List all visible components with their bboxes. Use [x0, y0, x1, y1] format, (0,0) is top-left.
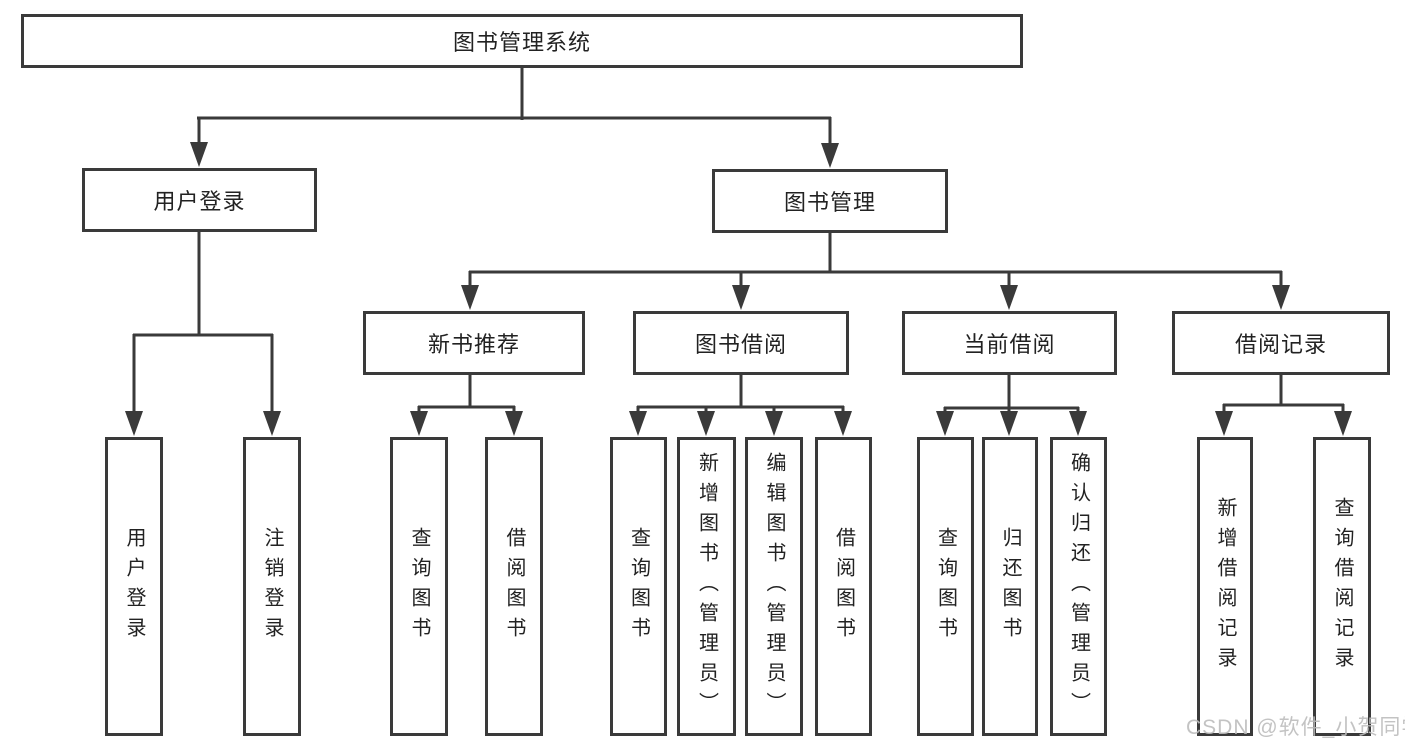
node-current-borrowing: 当前借阅 — [902, 311, 1117, 375]
leaf-add-book-admin: 新增图书（管理员） — [677, 437, 736, 736]
leaf-user-login: 用户登录 — [105, 437, 163, 736]
node-label: 注销登录 — [261, 526, 283, 647]
leaf-query-books-current: 查询图书 — [917, 437, 974, 736]
node-label: 查询借阅记录 — [1331, 496, 1353, 677]
leaf-query-books-recommend: 查询图书 — [390, 437, 448, 736]
node-library-management-system: 图书管理系统 — [21, 14, 1023, 68]
leaf-query-borrow-record: 查询借阅记录 — [1313, 437, 1371, 736]
node-label: 新增图书（管理员） — [695, 451, 718, 722]
node-label: 编辑图书（管理员） — [763, 451, 785, 722]
node-label: 查询图书 — [934, 526, 957, 647]
node-borrowing-records: 借阅记录 — [1172, 311, 1390, 375]
leaf-confirm-return-admin: 确认归还（管理员） — [1050, 437, 1107, 736]
node-user-login: 用户登录 — [82, 168, 317, 232]
node-book-management: 图书管理 — [712, 169, 948, 233]
leaf-borrow-books-recommend: 借阅图书 — [485, 437, 543, 736]
leaf-logout: 注销登录 — [243, 437, 301, 736]
node-label: 确认归还（管理员） — [1067, 451, 1090, 722]
node-label: 图书管理 — [783, 190, 876, 215]
node-new-book-recommendation: 新书推荐 — [363, 311, 585, 375]
leaf-edit-book-admin: 编辑图书（管理员） — [745, 437, 803, 736]
leaf-borrow-books: 借阅图书 — [815, 437, 872, 736]
node-label: 借阅记录 — [1234, 332, 1327, 357]
node-label: 图书管理系统 — [452, 30, 591, 55]
node-label: 新书推荐 — [427, 332, 520, 357]
node-label: 查询图书 — [408, 526, 430, 647]
node-label: 借阅图书 — [832, 526, 855, 647]
node-label: 当前借阅 — [963, 332, 1056, 357]
node-label: 查询图书 — [627, 526, 650, 647]
arrowheads — [125, 142, 1352, 436]
leaf-add-borrow-record: 新增借阅记录 — [1197, 437, 1253, 736]
node-label: 用户登录 — [123, 526, 145, 647]
node-label: 用户登录 — [153, 189, 246, 214]
leaf-return-book: 归还图书 — [982, 437, 1038, 736]
node-label: 归还图书 — [999, 526, 1021, 647]
csdn-watermark: CSDN @软件_小贺同学 — [1186, 716, 1405, 739]
node-label: 借阅图书 — [503, 526, 525, 647]
node-label: 新增借阅记录 — [1214, 496, 1236, 677]
leaf-query-books-borrowing: 查询图书 — [610, 437, 667, 736]
node-label: 图书借阅 — [694, 332, 787, 357]
node-book-borrowing: 图书借阅 — [633, 311, 849, 375]
